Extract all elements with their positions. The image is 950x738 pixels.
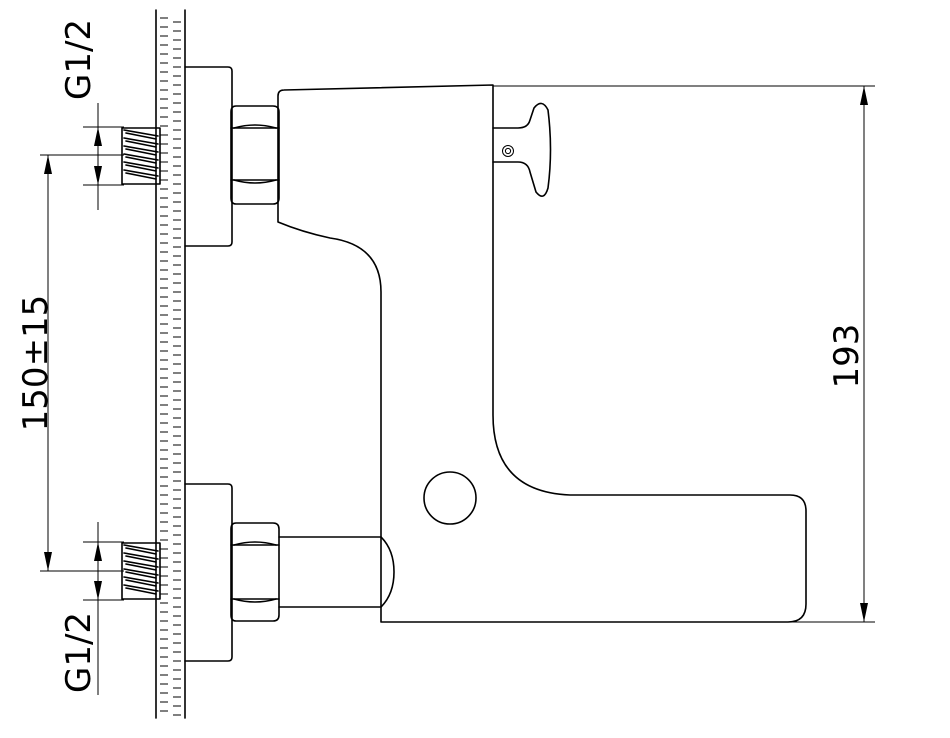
top-thread-dimension: G1/2 [59,19,124,210]
upper-hex-nut [230,105,280,205]
lower-wall-flange [184,483,233,662]
wall-hatching [160,17,181,716]
lever-handle [492,102,552,197]
lower-threaded-connector [121,542,161,600]
height-label: 193 [827,324,867,389]
center-distance-dimension: 150±15 [16,154,124,572]
wall [155,9,186,719]
lower-hex-nut [230,522,280,622]
height-dimension: 193 [493,85,875,623]
center-distance-label: 150±15 [16,295,56,432]
bottom-thread-dimension: G1/2 [59,522,124,695]
upper-threaded-connector [121,127,161,185]
top-thread-label: G1/2 [59,19,99,100]
diverter-knob [423,471,477,525]
upper-wall-flange [184,66,233,247]
lower-inlet-arm [278,536,395,608]
bottom-thread-label: G1/2 [59,612,99,693]
faucet-body [277,84,807,623]
